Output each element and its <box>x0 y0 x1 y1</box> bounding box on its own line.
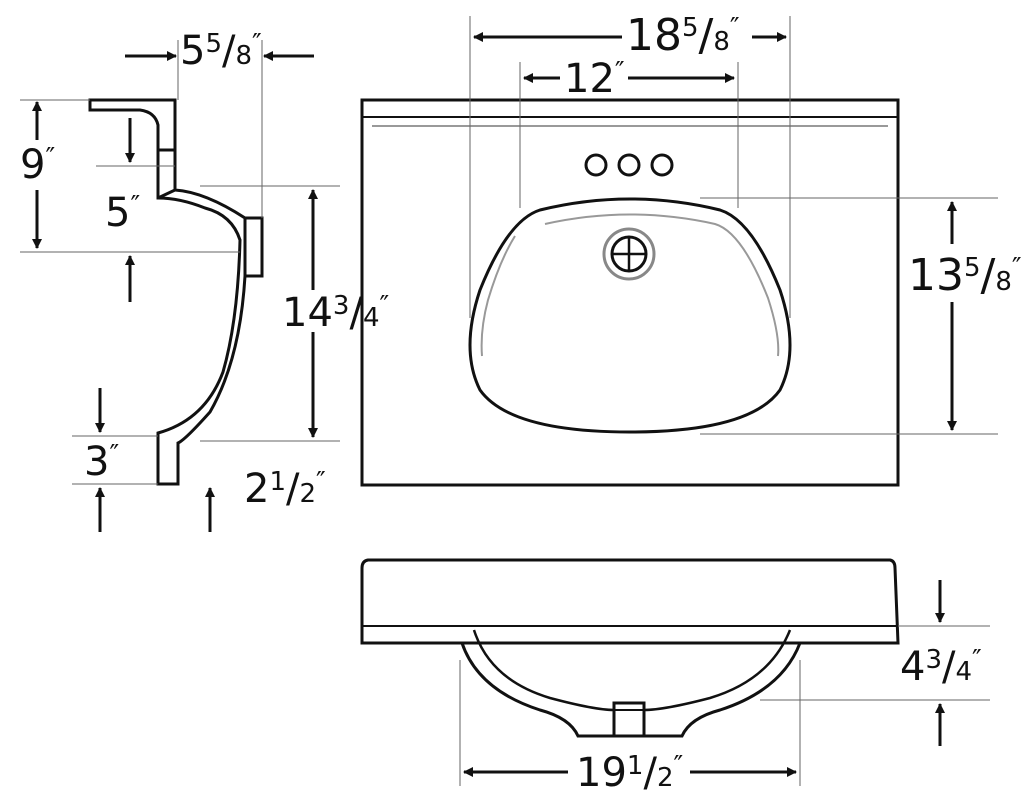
top-view <box>360 98 900 487</box>
faucet-hole-right <box>650 153 674 177</box>
faucet-hole-left <box>584 153 608 177</box>
label-top-faucet-span: 12″ <box>564 56 625 102</box>
label-side-bottom: 3″ <box>84 439 119 485</box>
label-front-bowl-height: 43/4″ <box>900 644 982 690</box>
side-profile-outline <box>88 98 264 486</box>
label-side-top-width: 55/8″ <box>180 28 262 74</box>
top-dimension-labels: 185/8″ 12″ 135/8″ <box>564 10 1022 301</box>
front-countertop-outline <box>360 558 900 645</box>
label-side-bottom-offset: 21/2″ <box>244 466 326 512</box>
faucet-hole-center <box>617 153 641 177</box>
side-profile-view <box>88 98 264 486</box>
top-extension-lines <box>469 16 998 435</box>
label-side-bowl-offset: 5″ <box>105 190 140 236</box>
label-top-overall-width: 185/8″ <box>626 10 740 61</box>
drain-ring <box>602 227 656 281</box>
side-extension-lines <box>20 40 340 485</box>
label-side-total-depth: 143/4″ <box>282 290 389 336</box>
front-drain-outline <box>612 701 646 738</box>
countertop-outline <box>360 98 900 487</box>
front-bowl-outline <box>460 642 802 738</box>
front-extension-lines <box>459 625 990 786</box>
front-dimension-arrows <box>463 580 945 777</box>
label-top-bowl-depth: 135/8″ <box>908 250 1022 301</box>
front-dimension-labels: 43/4″ 191/2″ <box>576 644 982 796</box>
side-dimension-arrows <box>32 51 318 532</box>
bowl-outline <box>468 197 792 434</box>
front-view <box>360 558 900 738</box>
side-dimension-labels: 55/8″ 9″ 5″ 143/4″ 3″ 21/2″ <box>20 28 389 512</box>
label-front-bowl-width: 191/2″ <box>576 750 683 796</box>
label-side-backsplash: 9″ <box>20 142 55 188</box>
top-dimension-arrows <box>473 32 957 431</box>
